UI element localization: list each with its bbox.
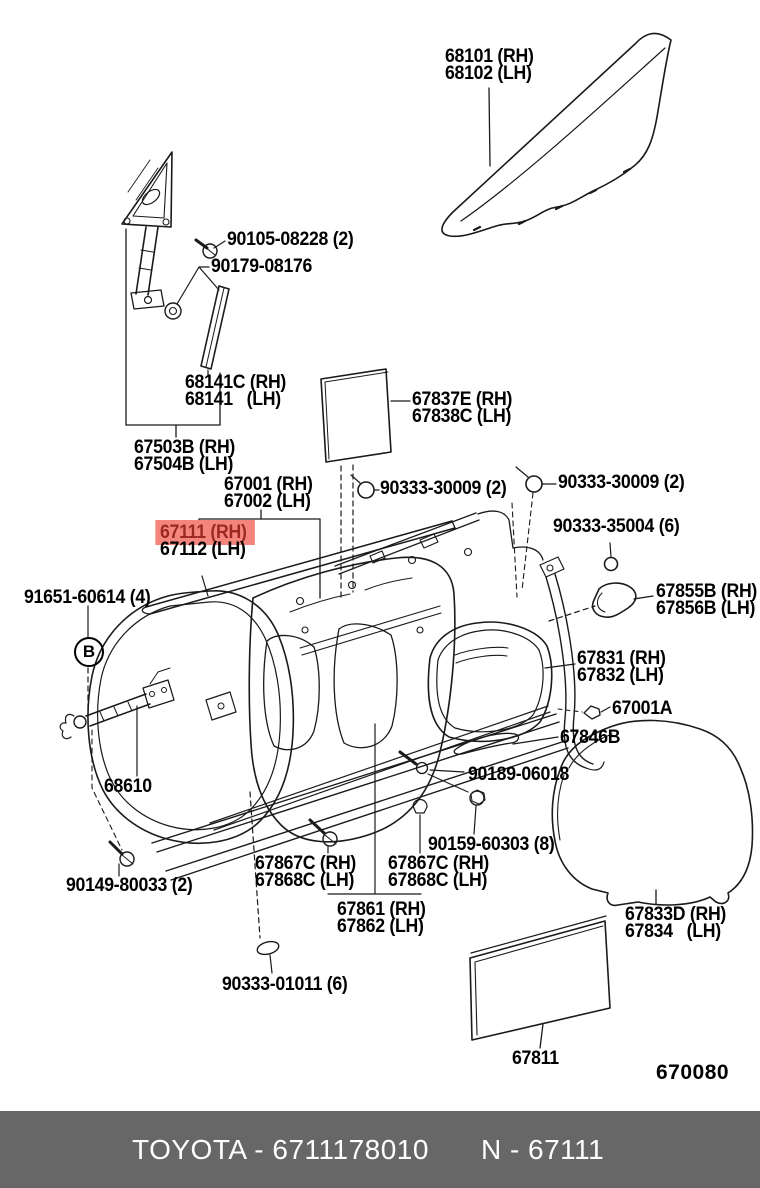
part-label-68141[interactable]: 68141C (RH)68141 (LH) bbox=[185, 372, 287, 410]
part-number-line: 67002 (LH) bbox=[224, 491, 311, 512]
highlighted-part-number: 67111 (RH) bbox=[155, 520, 255, 545]
part-label-90149[interactable]: 90149-80033 (2) bbox=[66, 875, 193, 896]
ref-marker-b[interactable]: B bbox=[74, 637, 104, 667]
part-label-67867L[interactable]: 67867C (RH)67868C (LH) bbox=[255, 853, 357, 891]
part-number-line: 67862 (LH) bbox=[337, 916, 424, 937]
part-number-line: 67868C (LH) bbox=[388, 870, 488, 891]
part-label-67867R[interactable]: 67867C (RH)67868C (LH) bbox=[388, 853, 490, 891]
part-label-67811[interactable]: 67811 bbox=[512, 1048, 559, 1069]
part-number-line: 67504B (LH) bbox=[134, 454, 234, 475]
part-number-line: 67861 (RH) bbox=[337, 899, 426, 920]
part-label-67861[interactable]: 67861 (RH)67862 (LH) bbox=[337, 899, 426, 937]
part-label-67001[interactable]: 67001 (RH)67002 (LH) bbox=[224, 474, 313, 512]
part-number-line: 67867C (RH) bbox=[255, 853, 357, 874]
part-label-90333a[interactable]: 90333-30009 (2) bbox=[380, 478, 507, 499]
part-label-90189[interactable]: 90189-06018 bbox=[468, 764, 570, 785]
part-number-line: 67112 (LH) bbox=[160, 539, 246, 560]
part-number-line: 67811 bbox=[512, 1048, 559, 1069]
part-number-line: 67832 (LH) bbox=[577, 665, 664, 686]
part-label-67503[interactable]: 67503B (RH)67504B (LH) bbox=[134, 437, 236, 475]
part-label-90333d[interactable]: 90333-01011 (6) bbox=[222, 974, 348, 995]
part-label-68610[interactable]: 68610 bbox=[104, 776, 152, 797]
part-label-68101[interactable]: 68101 (RH)68102 (LH) bbox=[445, 46, 534, 84]
footer-figure-code: N - 67111 bbox=[480, 1133, 605, 1165]
part-number-line: 91651-60614 (4) bbox=[24, 587, 151, 608]
part-number-line: 67856B (LH) bbox=[656, 598, 756, 619]
part-number-line: 67837E (RH) bbox=[412, 389, 513, 410]
part-label-67846B[interactable]: 67846B bbox=[560, 727, 621, 748]
part-number-line: 90149-80033 (2) bbox=[66, 875, 193, 896]
part-number-line: 90333-30009 (2) bbox=[558, 472, 685, 493]
part-label-67831[interactable]: 67831 (RH)67832 (LH) bbox=[577, 648, 666, 686]
part-number-line: 68141C (RH) bbox=[185, 372, 287, 393]
part-number-line: 90189-06018 bbox=[468, 764, 570, 785]
part-number-line: 67834 (LH) bbox=[625, 921, 721, 942]
part-number-line: 90159-60303 (8) bbox=[428, 834, 555, 855]
part-label-67111[interactable]: 67111 (RH)67112 (LH) bbox=[155, 520, 255, 560]
door-glass-outline bbox=[441, 32, 672, 238]
part-label-67001A[interactable]: 67001A bbox=[612, 698, 673, 719]
part-label-90333c[interactable]: 90333-35004 (6) bbox=[553, 516, 680, 537]
part-number-line: 67831 (RH) bbox=[577, 648, 666, 669]
part-number-line: 68101 (RH) bbox=[445, 46, 534, 67]
part-number-line: 67001 (RH) bbox=[224, 474, 313, 495]
part-number-line: 90179-08176 bbox=[211, 256, 313, 277]
part-number-line: 90333-30009 (2) bbox=[380, 478, 507, 499]
part-label-90105[interactable]: 90105-08228 (2) bbox=[227, 229, 354, 250]
part-number-line: 67868C (LH) bbox=[255, 870, 355, 891]
part-number-line: 67838C (LH) bbox=[412, 406, 512, 427]
part-number-line: 67867C (RH) bbox=[388, 853, 490, 874]
part-number-line: 68141 (LH) bbox=[185, 389, 281, 410]
part-number-line: 68102 (LH) bbox=[445, 63, 532, 84]
part-number-line: 67833D (RH) bbox=[625, 904, 727, 925]
figure-number: 670080 bbox=[656, 1061, 730, 1084]
footer-bar: TOYOTA - 6711178010 N - 67111 bbox=[0, 1111, 760, 1188]
part-label-90179[interactable]: 90179-08176 bbox=[211, 256, 313, 277]
part-number-line: 68610 bbox=[104, 776, 152, 797]
part-number-line: 67001A bbox=[612, 698, 673, 719]
part-number-line: 67503B (RH) bbox=[134, 437, 236, 458]
part-number-line: 67855B (RH) bbox=[656, 581, 758, 602]
part-number-line: 90333-35004 (6) bbox=[553, 516, 680, 537]
part-label-67855[interactable]: 67855B (RH)67856B (LH) bbox=[656, 581, 758, 619]
part-label-90333b[interactable]: 90333-30009 (2) bbox=[558, 472, 685, 493]
part-label-67833[interactable]: 67833D (RH)67834 (LH) bbox=[625, 904, 727, 942]
part-number-line: 90105-08228 (2) bbox=[227, 229, 354, 250]
part-label-67837[interactable]: 67837E (RH)67838C (LH) bbox=[412, 389, 513, 427]
part-number-line: 67846B bbox=[560, 727, 621, 748]
part-label-90159[interactable]: 90159-60303 (8) bbox=[428, 834, 555, 855]
footer-part-code: TOYOTA - 6711178010 bbox=[132, 1133, 429, 1165]
part-label-91651[interactable]: 91651-60614 (4) bbox=[24, 587, 151, 608]
part-number-line: 90333-01011 (6) bbox=[222, 974, 348, 995]
